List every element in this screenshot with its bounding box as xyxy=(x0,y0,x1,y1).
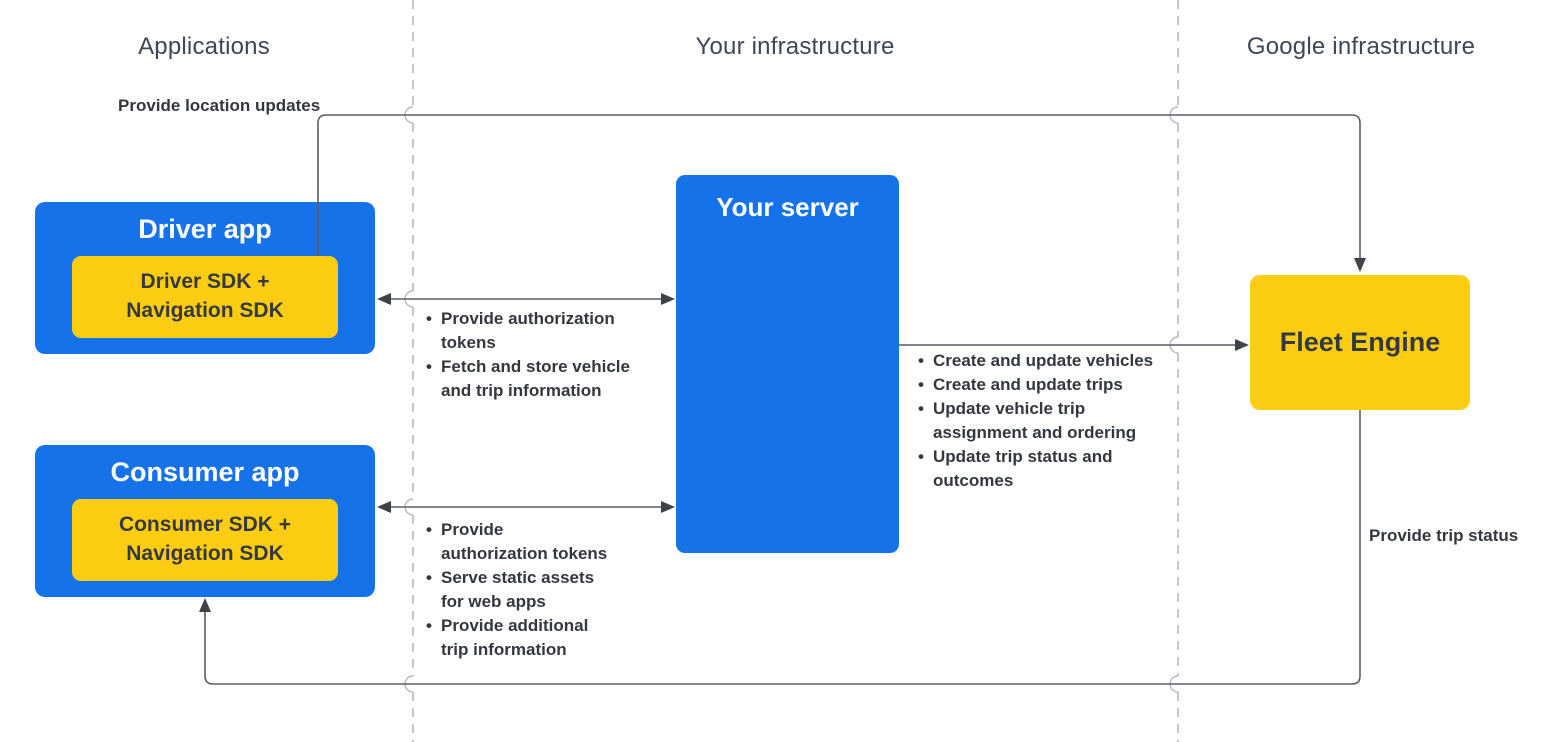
your-server-node: Your server xyxy=(676,175,899,553)
driver-sdk-chip: Driver SDK + Navigation SDK xyxy=(72,256,338,338)
consumer-server-edge-notes: Provide authorization tokensServe static… xyxy=(426,518,614,662)
edge-label-provide-location-updates: Provide location updates xyxy=(118,96,321,115)
consumer-sdk-chip: Consumer SDK + Navigation SDK xyxy=(72,499,338,581)
fleet-engine-node: Fleet Engine xyxy=(1250,275,1470,410)
column-header-your-infrastructure: Your infrastructure xyxy=(695,33,895,60)
your-server-title: Your server xyxy=(716,192,859,222)
bullet-item: Provide additional trip information xyxy=(426,614,614,662)
arrowhead-into-fleet-left xyxy=(1235,339,1249,351)
driver-app-title: Driver app xyxy=(138,214,272,244)
arrowhead-into-consumer-bottom xyxy=(199,598,211,612)
bullet-item: Update vehicle trip assignment and order… xyxy=(918,397,1170,445)
bullet-item: Provide authorization tokens xyxy=(426,518,614,566)
bullet-item: Provide authorization tokens xyxy=(426,307,632,355)
consumer-app-title: Consumer app xyxy=(110,457,300,487)
bullet-item: Create and update trips xyxy=(918,373,1170,397)
driver-app-node: Driver app Driver SDK + Navigation SDK xyxy=(35,202,375,354)
driver-sdk-label: Driver SDK + Navigation SDK xyxy=(126,270,284,322)
driver-server-edge-notes: Provide authorization tokensFetch and st… xyxy=(426,307,632,403)
bullet-item: Serve static assets for web apps xyxy=(426,566,614,614)
edge-label-provide-trip-status: Provide trip status xyxy=(1369,526,1519,545)
arrowhead-into-fleet-top xyxy=(1354,258,1366,272)
fleet-engine-title: Fleet Engine xyxy=(1279,327,1441,357)
consumer-app-node: Consumer app Consumer SDK + Navigation S… xyxy=(35,445,375,597)
column-header-applications: Applications xyxy=(138,33,270,60)
bullet-item: Fetch and store vehicle and trip informa… xyxy=(426,355,632,403)
arrowhead-into-driver xyxy=(377,293,391,305)
bullet-item: Update trip status and outcomes xyxy=(918,445,1170,493)
arrowhead-into-server-bottom xyxy=(661,501,675,513)
consumer-sdk-label: Consumer SDK + Navigation SDK xyxy=(118,513,292,565)
bullet-item: Create and update vehicles xyxy=(918,349,1170,373)
column-header-google-infrastructure: Google infrastructure xyxy=(1246,33,1476,60)
arrowhead-into-consumer xyxy=(377,501,391,513)
server-fleet-edge-notes: Create and update vehiclesCreate and upd… xyxy=(918,349,1170,493)
arrowhead-into-server-top xyxy=(661,293,675,305)
